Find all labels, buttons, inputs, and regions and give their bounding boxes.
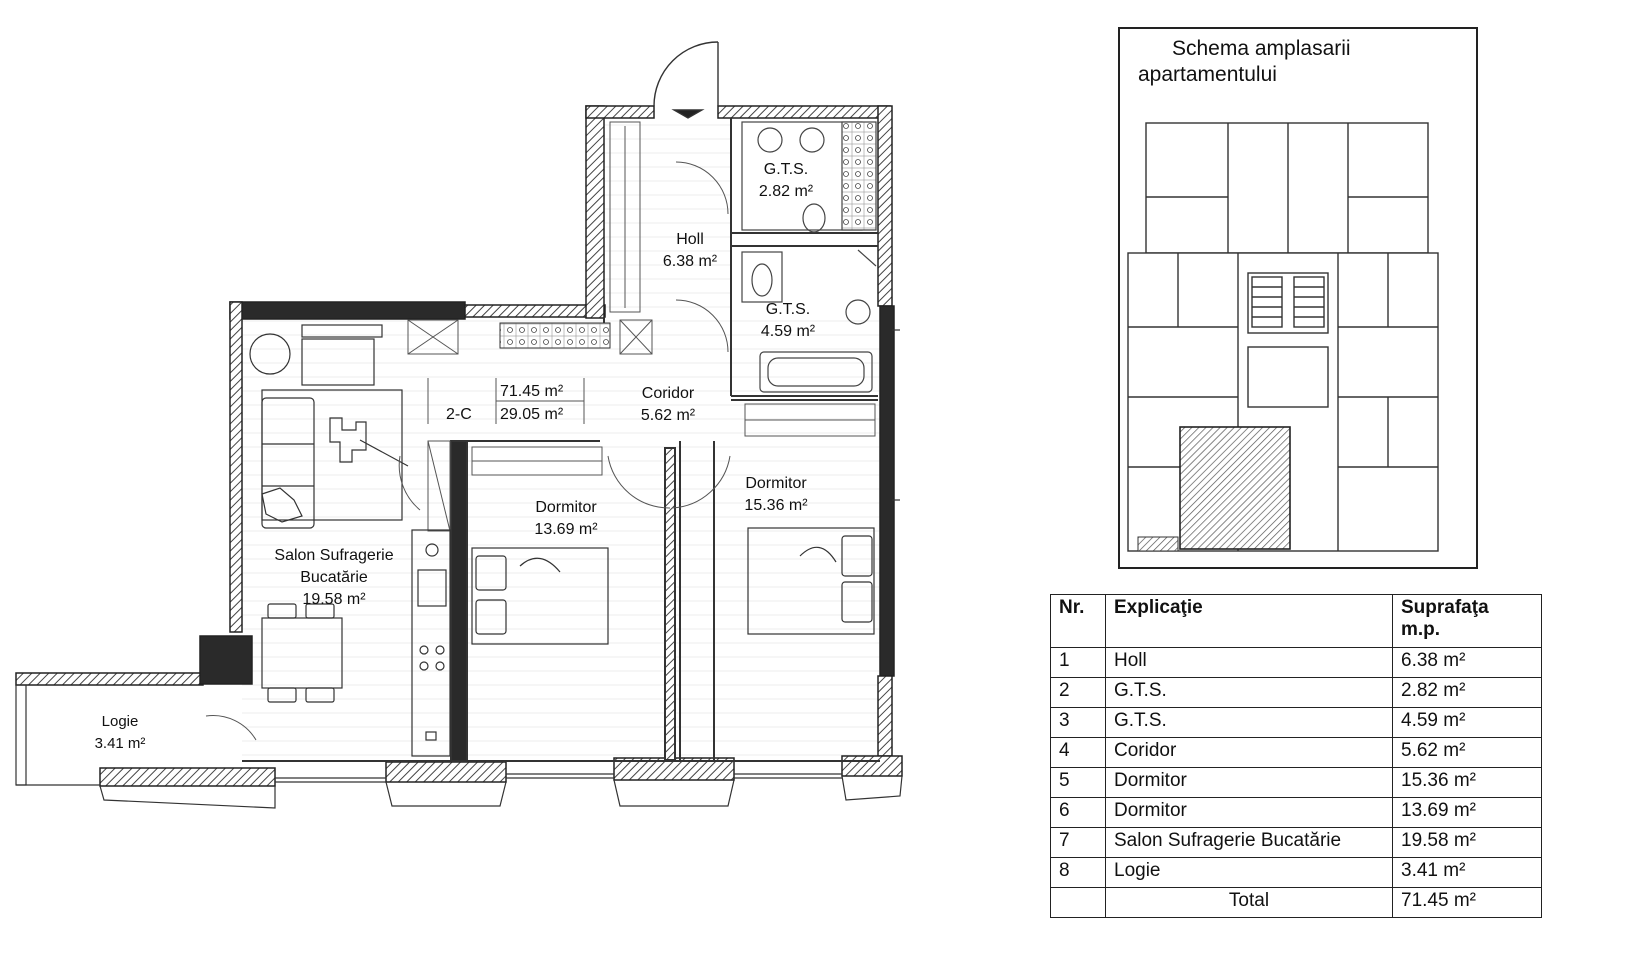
room-name-coridor: Coridor	[642, 385, 695, 402]
room-area-salon: 19.58 m²	[302, 591, 366, 608]
room-name-dormitor-1: Dormitor	[535, 499, 597, 516]
wardrobes	[407, 121, 876, 532]
cell-explicatie: G.T.S.	[1105, 677, 1393, 708]
room-name-salon-line1: Salon Sufragerie	[274, 547, 393, 564]
room-name-logie: Logie	[102, 713, 139, 730]
cell-explicatie: Coridor	[1105, 737, 1393, 768]
door-swings	[205, 161, 731, 741]
room-name-gts-2: G.T.S.	[766, 301, 810, 318]
cell-nr: 1	[1050, 647, 1106, 678]
cell-suprafata: 6.38 m²	[1392, 647, 1542, 678]
room-area-dormitor-2: 15.36 m²	[744, 497, 808, 514]
floor-plan: 2-C 71.45 m² 29.05 m² Holl 6.38 m² G.T.S…	[15, 41, 903, 809]
summary-living-area: 29.05 m²	[500, 406, 564, 423]
cell-suprafata: 4.59 m²	[1392, 707, 1542, 738]
cell-suprafata: 3.41 m²	[1392, 857, 1542, 888]
room-area-logie: 3.41 m²	[95, 735, 146, 752]
cell-explicatie: G.T.S.	[1105, 707, 1393, 738]
room-name-salon-line2: Bucatărie	[300, 569, 368, 586]
room-area-dormitor-1: 13.69 m²	[534, 521, 598, 538]
room-area-gts-2: 4.59 m²	[761, 323, 816, 340]
apartment-summary	[427, 378, 585, 424]
site-schema-plan	[1127, 122, 1439, 552]
cell-explicatie: Dormitor	[1105, 767, 1393, 798]
col-header-suprafata: Suprafaţa m.p.	[1392, 594, 1542, 648]
cell-nr: 4	[1050, 737, 1106, 768]
living-furniture	[249, 324, 409, 703]
table-header-row: Nr. Explicaţie Suprafaţa m.p.	[1050, 594, 1542, 648]
room-area-gts-1: 2.82 m²	[759, 183, 814, 200]
cell-suprafata: 5.62 m²	[1392, 737, 1542, 768]
room-area-coridor: 5.62 m²	[641, 407, 696, 424]
room-name-dormitor-2: Dormitor	[745, 475, 807, 492]
cell-explicatie: Salon Sufragerie Bucatărie	[1105, 827, 1393, 858]
cell-explicatie: Dormitor	[1105, 797, 1393, 828]
site-schema-title-line1: Schema amplasarii	[1172, 37, 1351, 60]
total-value: 71.45 m²	[1392, 887, 1542, 918]
cell-explicatie: Logie	[1105, 857, 1393, 888]
cell-suprafata: 2.82 m²	[1392, 677, 1542, 708]
cell-nr: 3	[1050, 707, 1106, 738]
site-schema-title: Schema amplasarii apartamentului	[1138, 36, 1468, 88]
highlighted-apartment	[1179, 426, 1291, 550]
floor-area	[242, 118, 892, 758]
exterior-walls	[15, 105, 903, 787]
col-header-explicatie: Explicaţie	[1105, 594, 1393, 648]
cell-suprafata: 15.36 m²	[1392, 767, 1542, 798]
room-name-holl: Holl	[676, 231, 704, 248]
bedroom-furniture	[471, 527, 875, 645]
site-schema-title-line2: apartamentului	[1138, 63, 1277, 86]
entrance-door	[653, 41, 719, 119]
kitchen-counter	[411, 529, 451, 757]
cell-suprafata: 19.58 m²	[1392, 827, 1542, 858]
room-area-holl: 6.38 m²	[663, 253, 718, 270]
total-spacer	[1050, 887, 1106, 918]
total-label: Total	[1105, 887, 1393, 918]
table-total-row: Total 71.45 m²	[1050, 887, 1542, 918]
windows	[15, 329, 903, 809]
tile-strip	[499, 322, 611, 349]
room-name-gts-1: G.T.S.	[764, 161, 808, 178]
cell-nr: 7	[1050, 827, 1106, 858]
cell-nr: 6	[1050, 797, 1106, 828]
cell-nr: 8	[1050, 857, 1106, 888]
interior-walls	[242, 118, 880, 762]
cell-suprafata: 13.69 m²	[1392, 797, 1542, 828]
cell-nr: 5	[1050, 767, 1106, 798]
col-header-nr: Nr.	[1050, 594, 1106, 648]
bathroom-fixtures	[741, 121, 877, 393]
summary-code: 2-C	[446, 406, 472, 423]
summary-total-area: 71.45 m²	[500, 383, 564, 400]
cell-explicatie: Holl	[1105, 647, 1393, 678]
cell-nr: 2	[1050, 677, 1106, 708]
